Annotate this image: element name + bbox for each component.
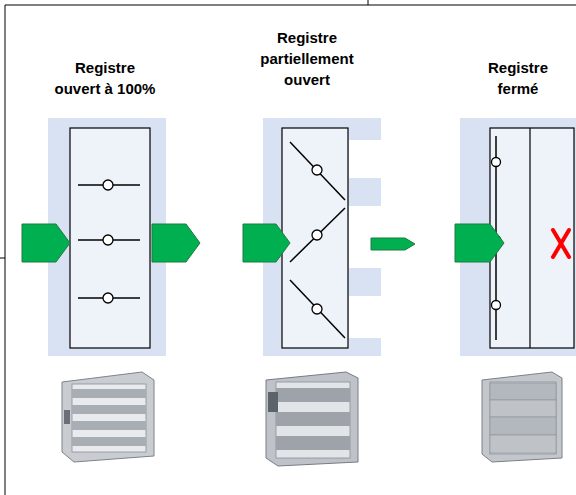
- damper-frame: [490, 128, 574, 348]
- duct-band: [349, 338, 381, 356]
- heading-label: Registre partiellement ouvert: [254, 27, 360, 90]
- photo-slat: [490, 400, 556, 417]
- pivots: [312, 165, 322, 314]
- photo-slat: [72, 421, 146, 430]
- photo-partial: [266, 372, 358, 466]
- pivot: [312, 230, 322, 240]
- photo-slat: [72, 405, 146, 414]
- open-damper: [22, 118, 200, 356]
- cross-stroke: [553, 230, 569, 257]
- blades: [290, 142, 345, 338]
- pivots: [103, 180, 113, 303]
- photo-slat: [72, 389, 146, 398]
- blocked-cross: [553, 230, 569, 257]
- pivot: [103, 293, 113, 303]
- photo-opening: [72, 384, 146, 452]
- border-line: [0, 258, 5, 259]
- blade: [290, 208, 345, 262]
- partial-damper: [243, 118, 415, 356]
- blades: [78, 185, 140, 298]
- duct-band: [349, 118, 381, 140]
- photo-slat: [276, 436, 350, 450]
- heading-label: Registre ouvert à 100%: [52, 57, 158, 99]
- photo-handle: [268, 392, 278, 412]
- airflow-arrow: [243, 224, 290, 262]
- photo-frame: [266, 372, 358, 466]
- damper-frame: [282, 128, 348, 348]
- photo-handle: [64, 410, 70, 424]
- airflow-arrow: [22, 224, 70, 262]
- airflow-arrow: [371, 238, 415, 250]
- duct-band: [349, 268, 381, 296]
- photo-closed: [482, 372, 562, 462]
- border-line: [368, 0, 369, 5]
- border-line: [5, 5, 576, 6]
- photo-opening: [276, 382, 350, 458]
- border-line: [5, 5, 6, 495]
- photo-frame: [62, 372, 154, 462]
- photo-slat: [490, 435, 556, 453]
- duct-band: [349, 178, 381, 206]
- blade: [290, 142, 345, 200]
- pivot: [492, 301, 501, 310]
- pivot: [312, 165, 322, 175]
- damper-frame: [70, 128, 150, 348]
- pivot: [103, 180, 113, 190]
- pivot: [492, 158, 501, 167]
- photo-opening: [490, 382, 556, 454]
- photo-slat: [490, 383, 556, 400]
- closed-damper: [455, 118, 576, 356]
- photo-slat: [72, 437, 146, 446]
- blade: [290, 280, 345, 338]
- pivot: [312, 304, 322, 314]
- photo-slat: [276, 388, 350, 402]
- photo-frame: [482, 372, 562, 462]
- airflow-arrow: [455, 224, 504, 262]
- airflow-arrow: [152, 224, 200, 262]
- frame-divider: [529, 128, 530, 348]
- pivot: [103, 235, 113, 245]
- heading-label: Registre fermé: [473, 57, 563, 99]
- cross-stroke: [553, 230, 569, 257]
- photo-open: [62, 372, 154, 462]
- photo-slat: [276, 412, 350, 426]
- photo-slat: [490, 417, 556, 435]
